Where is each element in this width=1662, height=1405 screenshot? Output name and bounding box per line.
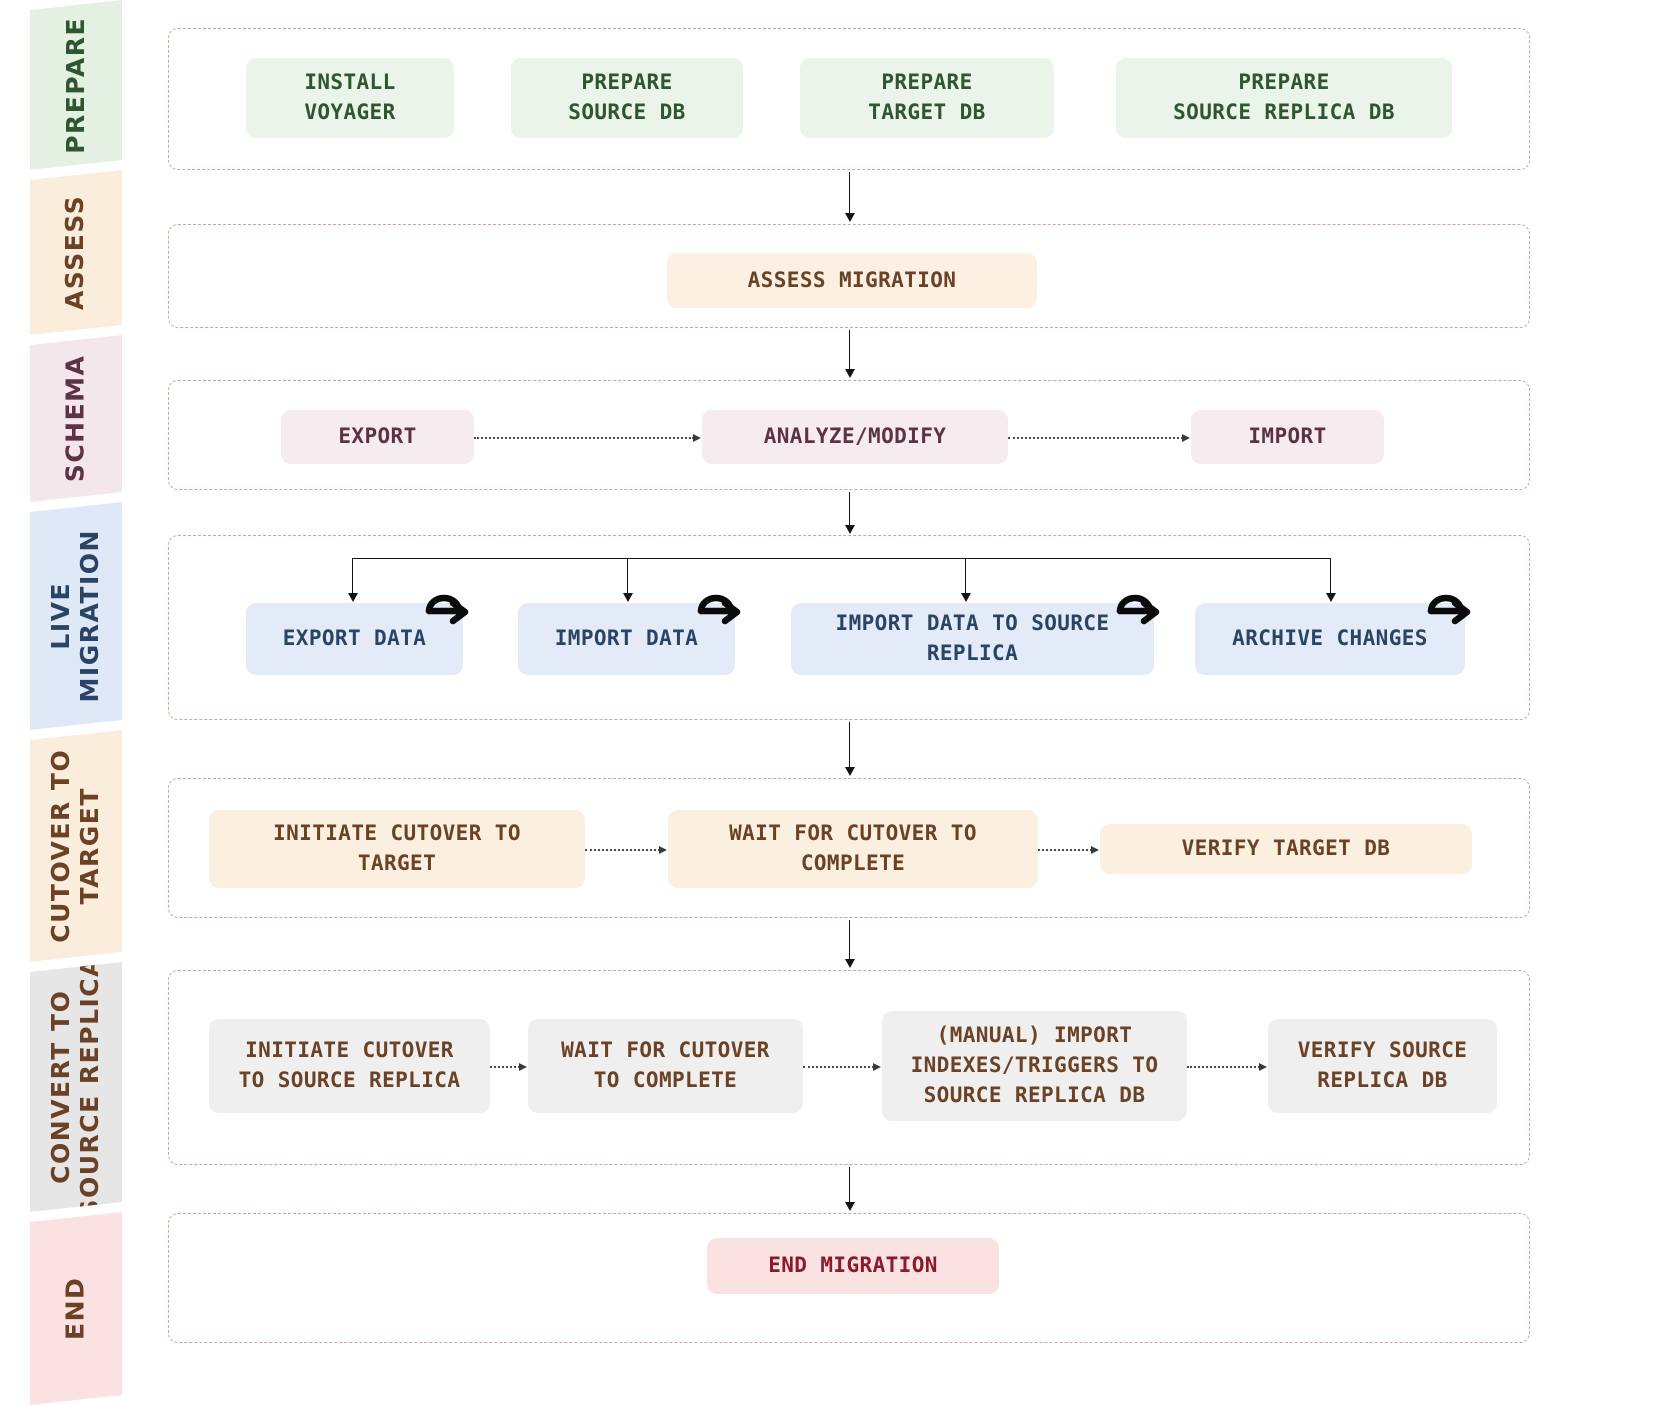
stage-container-convert-to-source-replica xyxy=(168,970,1530,1165)
node-prepare-source-db[interactable]: PREPARE SOURCE DB xyxy=(511,58,743,138)
sidebar-band-assess[interactable]: ASSESS xyxy=(30,170,122,335)
node-wait-for-cutover-to-complete[interactable]: WAIT FOR CUTOVER TO COMPLETE xyxy=(668,810,1038,888)
connector-prepare-to-assess xyxy=(849,172,850,214)
node-manual-import-indexes-triggers-to-source-replica-db[interactable]: (MANUAL) IMPORT INDEXES/TRIGGERS TO SOUR… xyxy=(882,1011,1187,1121)
node-export-data[interactable]: EXPORT DATA xyxy=(246,603,463,675)
arrowhead-initiate-cutover-to-wait xyxy=(659,846,667,854)
sidebar-band-label: LIVE MIGRATION xyxy=(46,529,105,703)
stage-sidebar: PREPARE ASSESS SCHEMA LIVE MIGRATION CUTOVER… xyxy=(30,0,122,1405)
repeat-loop-icon xyxy=(1417,573,1479,625)
stage-container-schema xyxy=(168,380,1530,490)
sidebar-band-label: CONVERT TO SOURCE REPLICA xyxy=(46,956,105,1218)
sidebar-band-end[interactable]: END xyxy=(30,1212,122,1405)
connector-export-to-analyze xyxy=(474,437,694,439)
sidebar-band-label: SCHEMA xyxy=(60,354,90,483)
arrowhead-wait-to-verify-target xyxy=(1091,846,1099,854)
connector-fanout-drop-3 xyxy=(965,558,966,594)
connector-fanout-drop-1 xyxy=(352,558,353,594)
sidebar-band-label: CUTOVER TO TARGET xyxy=(46,749,104,943)
stage-container-end xyxy=(168,1213,1530,1343)
node-analyze-modify[interactable]: ANALYZE/MODIFY xyxy=(702,410,1008,464)
node-install-voyager[interactable]: INSTALL VOYAGER xyxy=(246,58,454,138)
connector-wait-to-verify-target xyxy=(1038,849,1092,851)
connector-manual-import-to-verify xyxy=(1187,1066,1260,1068)
node-prepare-source-replica-db[interactable]: PREPARE SOURCE REPLICA DB xyxy=(1116,58,1452,138)
stage-container-prepare xyxy=(168,28,1530,170)
node-initiate-cutover-to-target[interactable]: INITIATE CUTOVER TO TARGET xyxy=(209,810,585,888)
connector-initiate-cutover-to-wait xyxy=(585,849,660,851)
arrowhead-initiate-replica-to-wait xyxy=(519,1063,527,1071)
connector-fanout-drop-4 xyxy=(1330,558,1331,594)
sidebar-band-live-migration[interactable]: LIVE MIGRATION xyxy=(30,502,122,730)
arrowhead-assess-to-schema xyxy=(845,369,855,378)
sidebar-band-prepare[interactable]: PREPARE xyxy=(30,0,122,170)
sidebar-band-convert-to-source-replica[interactable]: CONVERT TO SOURCE REPLICA xyxy=(30,962,122,1212)
connector-initiate-replica-to-wait xyxy=(490,1066,520,1068)
arrowhead-cutover-to-convert xyxy=(845,959,855,968)
arrowhead-schema-to-live-migration xyxy=(845,525,855,534)
node-initiate-cutover-to-source-replica[interactable]: INITIATE CUTOVER TO SOURCE REPLICA xyxy=(209,1019,490,1113)
node-archive-changes[interactable]: ARCHIVE CHANGES xyxy=(1195,603,1465,675)
arrowhead-convert-to-end xyxy=(845,1202,855,1211)
arrowhead-manual-import-to-verify xyxy=(1259,1063,1267,1071)
repeat-loop-icon xyxy=(687,573,749,625)
arrowhead-analyze-to-import xyxy=(1182,434,1190,442)
sidebar-band-label: PREPARE xyxy=(60,16,90,154)
connector-convert-to-end xyxy=(849,1167,850,1203)
sidebar-band-cutover-to-target[interactable]: CUTOVER TO TARGET xyxy=(30,730,122,962)
arrowhead-fanout-drop-1 xyxy=(348,593,358,602)
arrowhead-prepare-to-assess xyxy=(845,213,855,222)
connector-cutover-to-convert xyxy=(849,920,850,960)
connector-wait-to-manual-import xyxy=(803,1066,874,1068)
connector-schema-to-live-migration xyxy=(849,492,850,526)
sidebar-band-label: ASSESS xyxy=(60,194,90,311)
node-verify-target-db[interactable]: VERIFY TARGET DB xyxy=(1100,824,1472,874)
sidebar-band-label: END xyxy=(60,1276,90,1341)
arrowhead-wait-to-manual-import xyxy=(873,1063,881,1071)
arrowhead-fanout-drop-4 xyxy=(1326,593,1336,602)
connector-live-migration-to-cutover xyxy=(849,722,850,768)
node-import-data[interactable]: IMPORT DATA xyxy=(518,603,735,675)
repeat-loop-icon xyxy=(415,573,477,625)
node-import[interactable]: IMPORT xyxy=(1191,410,1384,464)
node-export[interactable]: EXPORT xyxy=(281,410,474,464)
node-prepare-target-db[interactable]: PREPARE TARGET DB xyxy=(800,58,1054,138)
stage-container-assess xyxy=(168,224,1530,328)
node-import-data-to-source-replica[interactable]: IMPORT DATA TO SOURCE REPLICA xyxy=(791,603,1154,675)
arrowhead-live-migration-to-cutover xyxy=(845,767,855,776)
arrowhead-fanout-drop-2 xyxy=(623,593,633,602)
arrowhead-fanout-drop-3 xyxy=(961,593,971,602)
node-end-migration[interactable]: END MIGRATION xyxy=(707,1238,999,1294)
connector-analyze-to-import xyxy=(1008,437,1183,439)
connector-assess-to-schema xyxy=(849,330,850,370)
arrowhead-export-to-analyze xyxy=(693,434,701,442)
stage-container-cutover-to-target xyxy=(168,778,1530,918)
sidebar-band-schema[interactable]: SCHEMA xyxy=(30,335,122,502)
node-wait-for-cutover-to-complete[interactable]: WAIT FOR CUTOVER TO COMPLETE xyxy=(528,1019,803,1113)
node-verify-source-replica-db[interactable]: VERIFY SOURCE REPLICA DB xyxy=(1268,1019,1497,1113)
repeat-loop-icon xyxy=(1106,573,1168,625)
node-assess-migration[interactable]: ASSESS MIGRATION xyxy=(667,253,1037,308)
stage-container-live-migration xyxy=(168,535,1530,720)
connector-fanout-drop-2 xyxy=(627,558,628,594)
connector-live-migration-fanout xyxy=(352,558,1330,559)
